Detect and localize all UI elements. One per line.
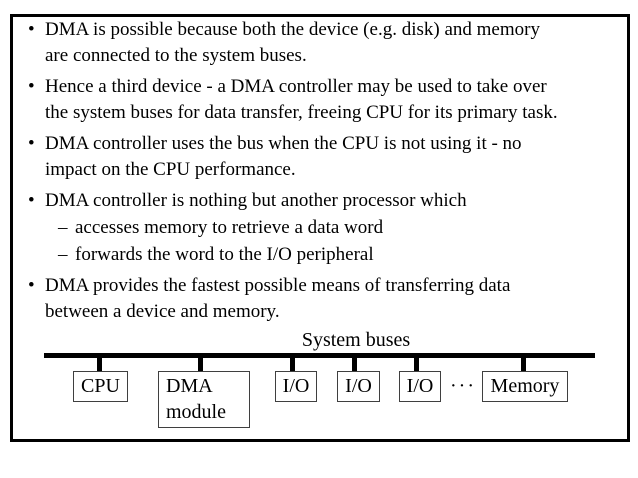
connector-dma <box>198 353 203 372</box>
io-box-2: I/O <box>337 371 380 402</box>
dash-icon: – <box>58 217 68 238</box>
ellipsis-more-io: ··· <box>450 375 476 397</box>
bullet-item: • Hence a third device - a DMA controlle… <box>28 74 620 126</box>
bullet-text-line: impact on the CPU performance. <box>45 159 296 180</box>
io-box-label: I/O <box>406 375 434 397</box>
bullet-item: • DMA provides the fastest possible mean… <box>28 273 620 325</box>
bullet-dot-icon: • <box>28 190 35 211</box>
dma-module-box: DMA module <box>158 371 250 428</box>
bullet-text-line: accesses memory to retrieve a data word <box>75 217 384 238</box>
bullet-dot-icon: • <box>28 133 35 154</box>
sub-bullet-item: – accesses memory to retrieve a data wor… <box>28 215 620 241</box>
connector-memory <box>521 353 526 372</box>
io-box-1: I/O <box>275 371 317 402</box>
bullet-text-line: DMA provides the fastest possible means … <box>45 275 511 296</box>
bullet-text-line: the system buses for data transfer, free… <box>45 102 558 123</box>
dma-box-label-line: module <box>166 401 226 423</box>
bullet-item: • DMA is possible because both the devic… <box>28 17 620 69</box>
bullet-dot-icon: • <box>28 76 35 97</box>
bullet-item: • DMA controller is nothing but another … <box>28 188 620 214</box>
memory-box: Memory <box>482 371 568 402</box>
connector-cpu <box>97 353 102 372</box>
bullet-item: • DMA controller uses the bus when the C… <box>28 131 620 183</box>
bus-line <box>44 353 595 358</box>
connector-io-3 <box>414 353 419 372</box>
bullet-text-line: DMA controller uses the bus when the CPU… <box>45 133 522 154</box>
cpu-box-label: CPU <box>81 375 120 397</box>
memory-box-label: Memory <box>490 375 560 397</box>
slide-border <box>10 14 630 442</box>
bullet-text-line: between a device and memory. <box>45 301 280 322</box>
bullet-text-line: forwards the word to the I/O peripheral <box>75 244 374 265</box>
io-box-3: I/O <box>399 371 441 402</box>
bullet-text-line: DMA is possible because both the device … <box>45 19 540 40</box>
io-box-label: I/O <box>345 375 372 397</box>
bullet-dot-icon: • <box>28 19 35 40</box>
bullet-dot-icon: • <box>28 275 35 296</box>
bullet-list: • DMA is possible because both the devic… <box>28 17 620 325</box>
bullet-text-line: Hence a third device - a DMA controller … <box>45 76 547 97</box>
bullet-text-line: DMA controller is nothing but another pr… <box>45 190 467 211</box>
dash-icon: – <box>58 244 68 265</box>
bus-label: System buses <box>301 329 411 351</box>
sub-bullet-item: – forwards the word to the I/O periphera… <box>28 242 620 268</box>
cpu-box: CPU <box>73 371 128 402</box>
connector-io-1 <box>290 353 295 372</box>
dma-box-label-line: DMA <box>166 375 213 397</box>
connector-io-2 <box>352 353 357 372</box>
io-box-label: I/O <box>282 375 310 397</box>
bullet-text-line: are connected to the system buses. <box>45 45 307 66</box>
